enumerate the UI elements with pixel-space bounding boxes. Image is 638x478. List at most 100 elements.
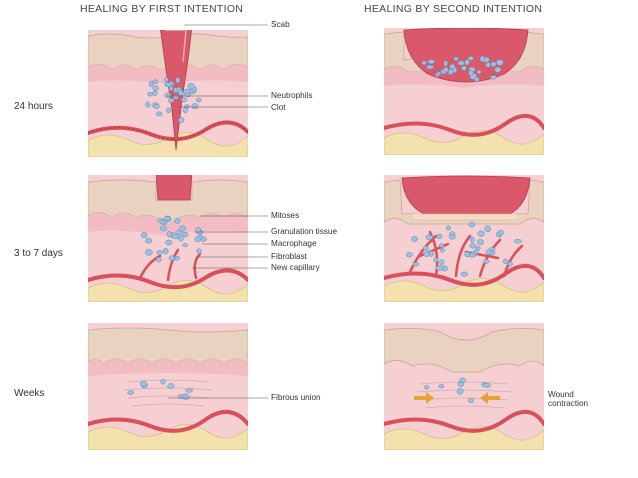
- cell: [191, 103, 199, 110]
- cell: [422, 245, 429, 251]
- label-mitoses: Mitoses: [271, 211, 300, 220]
- cell: [447, 68, 454, 76]
- cell: [162, 247, 169, 255]
- cell: [175, 230, 183, 235]
- cell: [453, 56, 459, 62]
- cell: [483, 259, 490, 264]
- cell: [167, 98, 175, 103]
- cell: [468, 70, 474, 76]
- row-label-3-to-7-days: 3 to 7 days: [14, 248, 63, 259]
- cell: [423, 251, 430, 257]
- cell: [187, 83, 195, 90]
- cell: [479, 55, 485, 63]
- cell: [166, 231, 172, 238]
- cell: [167, 383, 175, 389]
- cell: [178, 225, 187, 232]
- cell: [443, 60, 449, 67]
- label-fibrous-union: Fibrous union: [271, 393, 321, 402]
- cell: [164, 92, 172, 98]
- cell: [166, 107, 172, 114]
- label-granulation-tissue: Granulation tissue: [271, 227, 337, 236]
- cell: [449, 63, 456, 70]
- cell: [489, 75, 498, 80]
- cell: [160, 379, 166, 385]
- cell: [175, 77, 181, 84]
- cell: [182, 393, 190, 400]
- cell: [412, 262, 420, 267]
- cell: [144, 238, 153, 244]
- label-scab: Scab: [271, 20, 290, 29]
- row-label-weeks: Weeks: [14, 388, 45, 399]
- cell: [159, 219, 167, 225]
- cell: [177, 89, 184, 96]
- cell: [163, 216, 171, 221]
- cell: [156, 250, 163, 255]
- row-label-24-hours: 24 hours: [14, 101, 53, 112]
- cell: [425, 234, 434, 241]
- cell: [494, 66, 502, 73]
- cell: [172, 233, 180, 240]
- cell: [467, 397, 474, 404]
- label-fibroblast: Fibroblast: [271, 252, 307, 261]
- cell: [459, 377, 466, 384]
- cell: [426, 64, 435, 70]
- cell: [411, 235, 418, 243]
- cell: [147, 91, 154, 97]
- cell: [485, 62, 491, 68]
- label-new-capillary: New capillary: [271, 263, 320, 272]
- cell: [174, 217, 181, 224]
- title-first-intention: HEALING BY FIRST INTENTION: [80, 3, 244, 15]
- cell: [184, 92, 191, 98]
- cell: [145, 101, 151, 108]
- cell: [435, 265, 443, 271]
- cell: [181, 232, 189, 238]
- cell: [196, 97, 202, 103]
- cell: [168, 86, 174, 91]
- cell: [160, 225, 168, 232]
- cell: [490, 251, 496, 256]
- cell: [440, 248, 445, 253]
- label-neutrophils: Neutrophils: [271, 91, 313, 100]
- cell: [439, 259, 445, 265]
- cell: [165, 82, 173, 87]
- cell: [173, 94, 179, 100]
- cell: [507, 261, 513, 267]
- label-clot: Clot: [271, 103, 286, 112]
- cell: [448, 234, 456, 240]
- cell: [140, 232, 148, 239]
- cell: [433, 257, 439, 263]
- cell: [461, 65, 467, 71]
- cell: [436, 233, 443, 239]
- cell: [438, 384, 445, 389]
- cell: [460, 271, 468, 277]
- cell: [476, 69, 482, 74]
- cell: [445, 225, 452, 231]
- cell: [183, 107, 188, 114]
- cell: [145, 249, 153, 256]
- cell: [484, 225, 492, 233]
- panel-second-3-7d: [384, 175, 544, 302]
- cell: [514, 238, 522, 244]
- cell: [196, 248, 202, 254]
- contraction-arrow-left: [414, 392, 434, 404]
- cell: [421, 60, 427, 66]
- cell: [495, 59, 504, 66]
- cell: [469, 243, 477, 249]
- label-wound-contraction-line2: contraction: [548, 399, 589, 408]
- cell: [163, 77, 169, 82]
- leader-lines: [166, 24, 268, 399]
- cell: [467, 56, 474, 61]
- cell: [155, 256, 162, 263]
- cell: [483, 382, 491, 388]
- cell: [457, 60, 465, 66]
- cell: [155, 111, 163, 117]
- panel-first-3-7d: [88, 175, 248, 302]
- cell: [185, 388, 193, 393]
- cell: [468, 252, 476, 258]
- cell: [477, 230, 485, 237]
- cell: [468, 221, 476, 228]
- cell: [423, 385, 430, 390]
- cell: [490, 61, 497, 67]
- cell: [498, 229, 504, 236]
